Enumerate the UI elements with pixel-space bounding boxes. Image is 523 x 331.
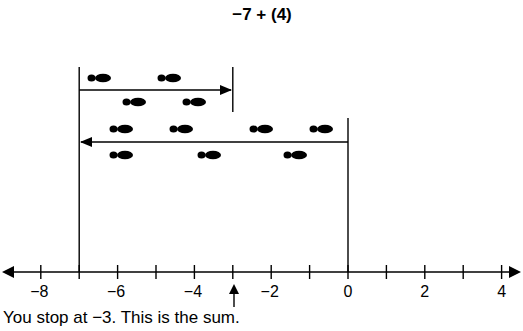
tick-label: −6 — [107, 283, 125, 301]
tick-label: −4 — [184, 283, 202, 301]
tick-label: −8 — [30, 283, 48, 301]
caption: You stop at −3. This is the sum. — [3, 309, 240, 328]
tick-label: −2 — [261, 283, 279, 301]
title: −7 + (4) — [232, 6, 292, 25]
tick-label: 2 — [420, 283, 429, 301]
tick-label: 4 — [497, 283, 506, 301]
tick-label: 0 — [344, 283, 353, 301]
